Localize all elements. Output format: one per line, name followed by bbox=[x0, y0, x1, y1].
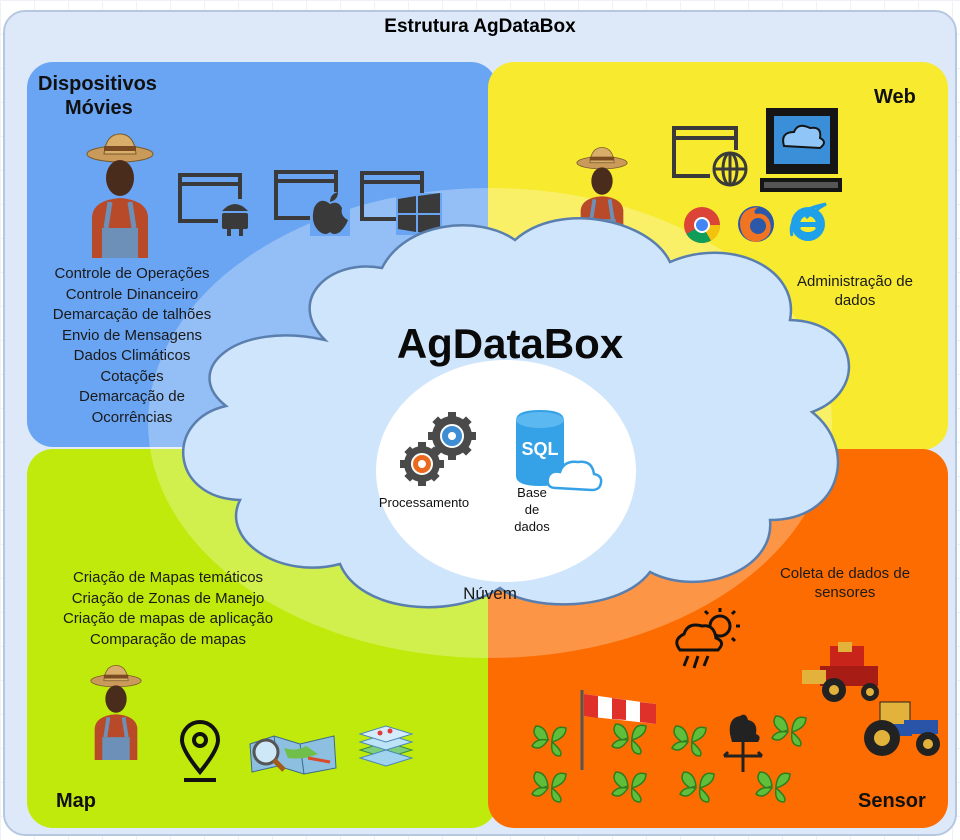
list-item: Criação de Zonas de Manejo bbox=[71, 589, 265, 607]
ie-icon bbox=[789, 202, 827, 241]
tractor-icon bbox=[864, 701, 940, 756]
map-pin-icon bbox=[179, 720, 221, 782]
server-monitor-icon bbox=[760, 108, 842, 192]
list-item: Criação de Mapas temáticos bbox=[72, 569, 264, 586]
list-item: Controle de Operações bbox=[54, 265, 210, 282]
farmer-icon bbox=[86, 133, 154, 258]
map-title: Map bbox=[56, 790, 96, 812]
list-item: Demarcação de bbox=[79, 388, 185, 405]
cloud-inner-circle bbox=[376, 360, 636, 582]
list-item: Criação de mapas de aplicação bbox=[62, 610, 274, 627]
plant-icon bbox=[531, 715, 807, 803]
list-item: Envio de Mensagens bbox=[61, 326, 203, 344]
sensor-title: Sensor bbox=[858, 790, 926, 812]
web-caption: Administração de dados bbox=[797, 273, 913, 309]
android-window-icon bbox=[178, 173, 252, 236]
cloud-label: Núvem bbox=[463, 584, 517, 603]
firefox-icon bbox=[738, 206, 774, 242]
map-magnifier-icon bbox=[249, 735, 337, 775]
web-title: Web bbox=[874, 86, 916, 108]
list-item: Cotações bbox=[100, 367, 164, 385]
gears-icon bbox=[400, 412, 476, 486]
processing-label: Processamento bbox=[378, 495, 470, 510]
harvester-icon bbox=[802, 642, 879, 702]
apple-window-icon bbox=[274, 170, 350, 236]
sql-text: SQL bbox=[521, 439, 558, 459]
sensor-caption: Coleta de dados de sensores bbox=[779, 565, 911, 601]
weather-icon bbox=[675, 608, 740, 669]
windsock-icon bbox=[580, 690, 656, 770]
cloud-title: AgDataBox bbox=[396, 320, 624, 367]
list-item: Dados Climáticos bbox=[73, 347, 191, 364]
browser-globe-icon bbox=[672, 126, 750, 188]
weathervane-icon bbox=[722, 714, 764, 772]
database-label: Base de dados bbox=[514, 485, 550, 534]
farmer-icon bbox=[90, 665, 142, 760]
list-item: Ocorrências bbox=[91, 408, 173, 426]
layers-icon bbox=[358, 725, 414, 767]
mobile-feature-list: Controle de Operações Controle Dinanceir… bbox=[22, 264, 242, 428]
diagram-title: Estrutura AgDataBox bbox=[384, 16, 576, 37]
list-item: Comparação de mapas bbox=[90, 630, 246, 648]
list-item: Controle Dinanceiro bbox=[65, 285, 199, 303]
windows-window-icon bbox=[360, 171, 442, 235]
list-item: Demarcação de talhões bbox=[52, 306, 212, 323]
mobile-title: Dispositivos Móvies bbox=[38, 73, 157, 119]
map-feature-list: Criação de Mapas temáticos Criação de Zo… bbox=[30, 568, 306, 650]
sql-database-icon: SQL bbox=[516, 410, 603, 492]
chrome-icon bbox=[684, 207, 720, 244]
